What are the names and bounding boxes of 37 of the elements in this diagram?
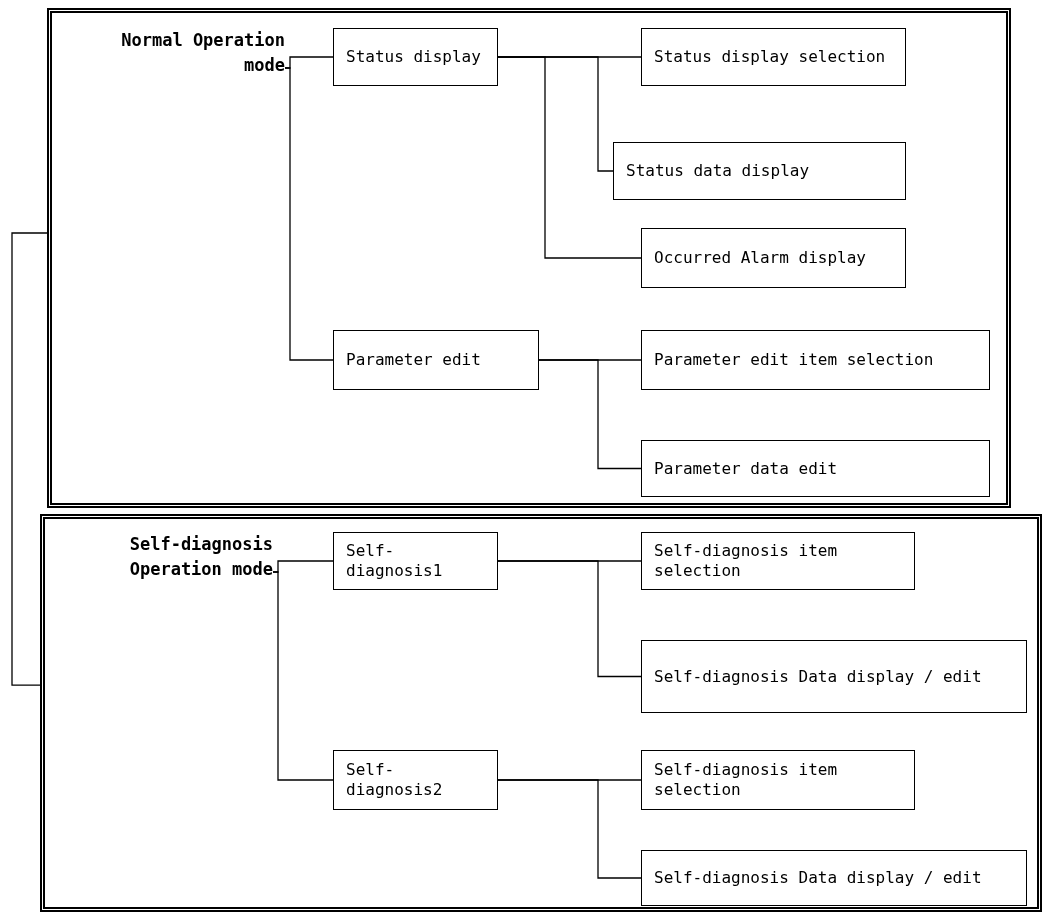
- box-label: Parameter edit item selection: [654, 350, 934, 370]
- box-label: Status display: [346, 47, 481, 67]
- process-box: [641, 228, 906, 288]
- box-label: Status display selection: [654, 47, 886, 67]
- connector-line: [284, 67, 334, 361]
- box-label: Self-diagnosis item selection: [654, 760, 839, 800]
- mode-panel: [40, 514, 1042, 912]
- connector-line: [272, 571, 334, 781]
- box-label: Parameter edit: [346, 350, 481, 370]
- connector-line: [497, 56, 642, 259]
- process-box: [333, 532, 498, 590]
- panel-heading: Self-diagnosis Operation mode: [60, 532, 273, 584]
- box-label: Self-diagnosis item selection: [654, 541, 839, 581]
- process-box: [641, 750, 915, 810]
- mode-panel: [47, 8, 1011, 508]
- box-label: Occurred Alarm display: [654, 248, 866, 268]
- connector-line: [497, 560, 642, 678]
- panel-heading: Normal Operation mode: [115, 28, 285, 80]
- process-box: [641, 28, 906, 86]
- box-label: Self-diagnosis2: [346, 760, 444, 800]
- process-box: [333, 750, 498, 810]
- box-label: Parameter data edit: [654, 458, 838, 479]
- connector-line: [11, 232, 48, 686]
- process-box: [333, 330, 539, 390]
- process-box: [641, 850, 1027, 906]
- connector-line: [538, 359, 642, 470]
- box-label: Self-diagnosis1: [346, 541, 444, 581]
- box-label: Self-diagnosis Data display / edit: [654, 868, 982, 888]
- process-box: [333, 28, 498, 86]
- process-box: [641, 440, 990, 497]
- process-box: [641, 640, 1027, 713]
- box-label: Status data display: [626, 161, 810, 181]
- box-label: Self-diagnosis Data display / edit: [654, 666, 982, 687]
- process-box: [613, 142, 906, 200]
- process-box: [641, 532, 915, 590]
- process-box: [641, 330, 990, 390]
- connector-line: [497, 779, 642, 879]
